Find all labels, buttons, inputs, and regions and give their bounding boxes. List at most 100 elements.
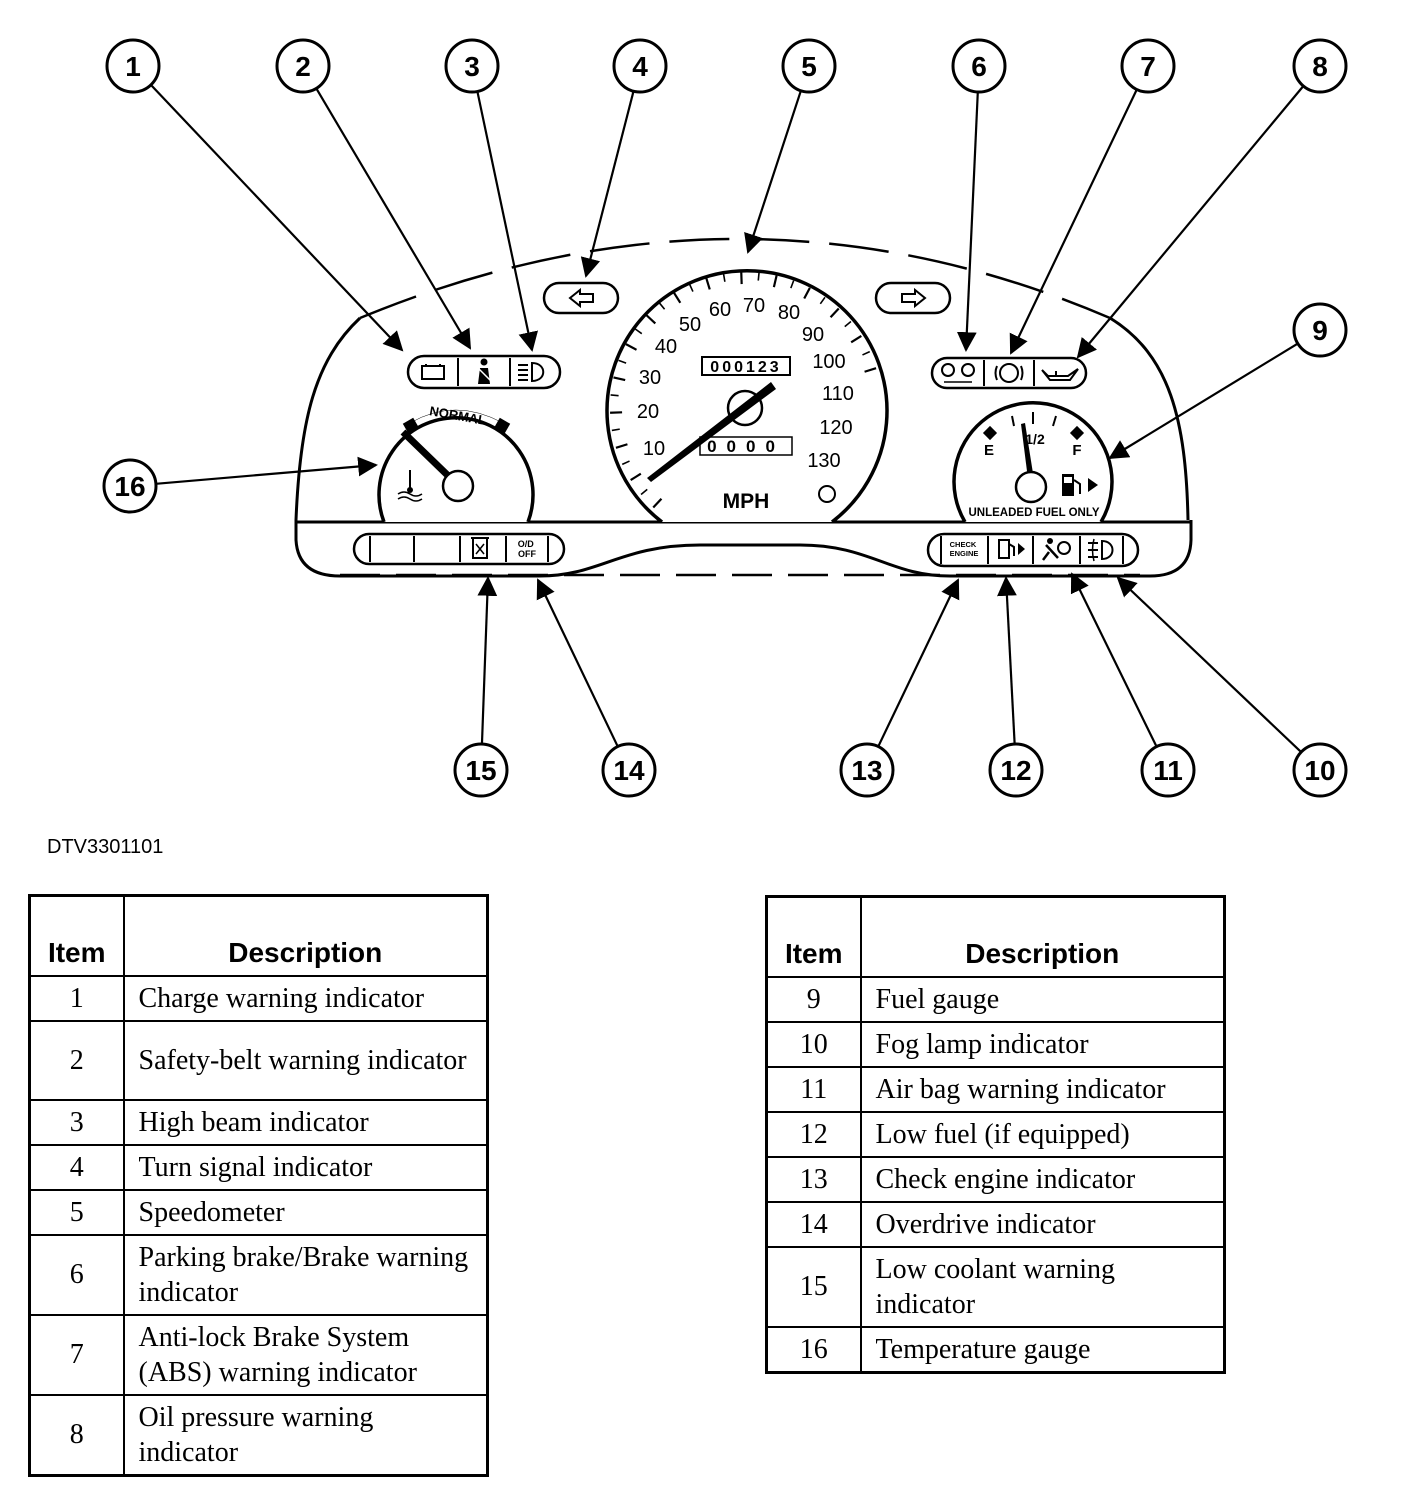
callout-leader: [477, 576, 498, 745]
coolant-temperature-icon: [397, 470, 423, 502]
temperature-gauge: NORMAL: [377, 403, 535, 523]
callout-3: 3: [444, 38, 500, 94]
speedometer-tick: [630, 472, 642, 482]
callout-number: 10: [1304, 755, 1335, 786]
battery-icon: [421, 364, 445, 380]
callout-14: 14: [601, 742, 657, 798]
airbag-icon: [1042, 538, 1071, 561]
speedometer-tick: [634, 328, 643, 335]
overdrive-off-line2: OFF: [518, 549, 536, 559]
callout-circle: [1292, 742, 1348, 798]
callout-circle: [1120, 38, 1176, 94]
speedometer-tick: [819, 296, 826, 305]
item-description: Oil pressure warning indicator: [122, 1393, 489, 1476]
empty-mark: [982, 425, 998, 441]
speedometer-tick: [672, 292, 682, 304]
header-item: Item: [765, 895, 862, 978]
speedometer-tick: [645, 314, 657, 325]
speedometer-scale-label: 110: [822, 383, 854, 405]
callout-leader: [877, 578, 960, 748]
callout-4: 4: [612, 38, 668, 94]
figure-code: DTV3301101: [47, 836, 164, 858]
trip-reset-knob: [818, 485, 836, 503]
fuel-caption: UNLEADED FUEL ONLY: [969, 507, 1100, 519]
callout-leader: [744, 90, 802, 254]
check-engine-label: CHECK ENGINE: [950, 540, 979, 558]
speedometer-tick: [722, 273, 726, 282]
full-mark: [1069, 425, 1085, 441]
item-number: 8: [28, 1393, 125, 1476]
callout-5: 5: [781, 38, 837, 94]
item-description: Overdrive indicator: [859, 1200, 1226, 1248]
indicator-bar-upper-left: [406, 354, 562, 390]
fuel-hub: [1014, 470, 1048, 504]
speedometer-scale-label: 30: [639, 367, 661, 389]
item-description: Low coolant warning indicator: [859, 1245, 1226, 1328]
speedometer-tick: [688, 283, 694, 292]
speedometer-scale-label: 70: [743, 295, 765, 317]
item-description: Safety-belt warning indicator: [122, 1019, 489, 1101]
callout-9: 9: [1292, 302, 1348, 358]
item-number: 16: [765, 1325, 862, 1373]
callout-number: 7: [1140, 51, 1156, 82]
speedometer-tick: [862, 350, 871, 356]
callout-circle: [275, 38, 331, 94]
item-number: 3: [28, 1098, 125, 1146]
check-engine-line2: ENGINE: [950, 549, 979, 558]
speedometer-scale-label: 80: [778, 302, 800, 324]
odometer-frame: [701, 356, 791, 376]
speedometer-tick: [850, 334, 862, 344]
speedometer-tick: [613, 376, 626, 382]
fuel-pump-icon: [1062, 474, 1098, 496]
item-number: 12: [765, 1110, 862, 1158]
fog-lamp-icon: [1088, 538, 1114, 562]
callout-7: 7: [1120, 38, 1176, 94]
high-beam-icon: [518, 361, 545, 383]
item-number: 15: [765, 1245, 862, 1328]
callout-number: 4: [632, 51, 648, 82]
callout-number: 11: [1153, 755, 1183, 786]
abs-icon: [994, 363, 1024, 383]
speedometer-unit: MPH: [723, 490, 770, 513]
callout-leader: [1116, 576, 1302, 753]
item-description: Turn signal indicator: [122, 1143, 489, 1191]
item-description: Fuel gauge: [859, 975, 1226, 1023]
callout-number: 5: [801, 51, 817, 82]
callout-leader: [1076, 85, 1305, 359]
callout-15: 15: [453, 742, 509, 798]
item-number: 5: [28, 1188, 125, 1236]
callout-circle: [1292, 302, 1348, 358]
fuel-empty-label: E: [984, 442, 994, 459]
speedometer-tick: [829, 307, 840, 319]
header-description: Description: [122, 894, 489, 977]
speedometer-scale-label: 60: [709, 299, 731, 321]
callout-leader: [315, 87, 472, 350]
callout-circle: [612, 38, 668, 94]
speedometer-scale-label: 90: [802, 324, 824, 346]
item-description: Speedometer: [122, 1188, 489, 1236]
item-number: 9: [765, 975, 862, 1023]
callout-leader: [150, 84, 404, 352]
callout-1: 1: [105, 38, 161, 94]
callout-circle: [105, 38, 161, 94]
speedometer-tick: [640, 488, 648, 496]
seatbelt-icon: [477, 358, 493, 384]
speedometer-scale-label: 10: [643, 438, 665, 460]
callout-leader: [580, 90, 635, 278]
speedometer-scale-label: 20: [637, 401, 659, 423]
speedometer-tick: [658, 302, 666, 310]
speedometer-tick: [621, 460, 630, 466]
callout-11: 11: [1140, 742, 1196, 798]
arrow-right-icon: [901, 287, 927, 309]
